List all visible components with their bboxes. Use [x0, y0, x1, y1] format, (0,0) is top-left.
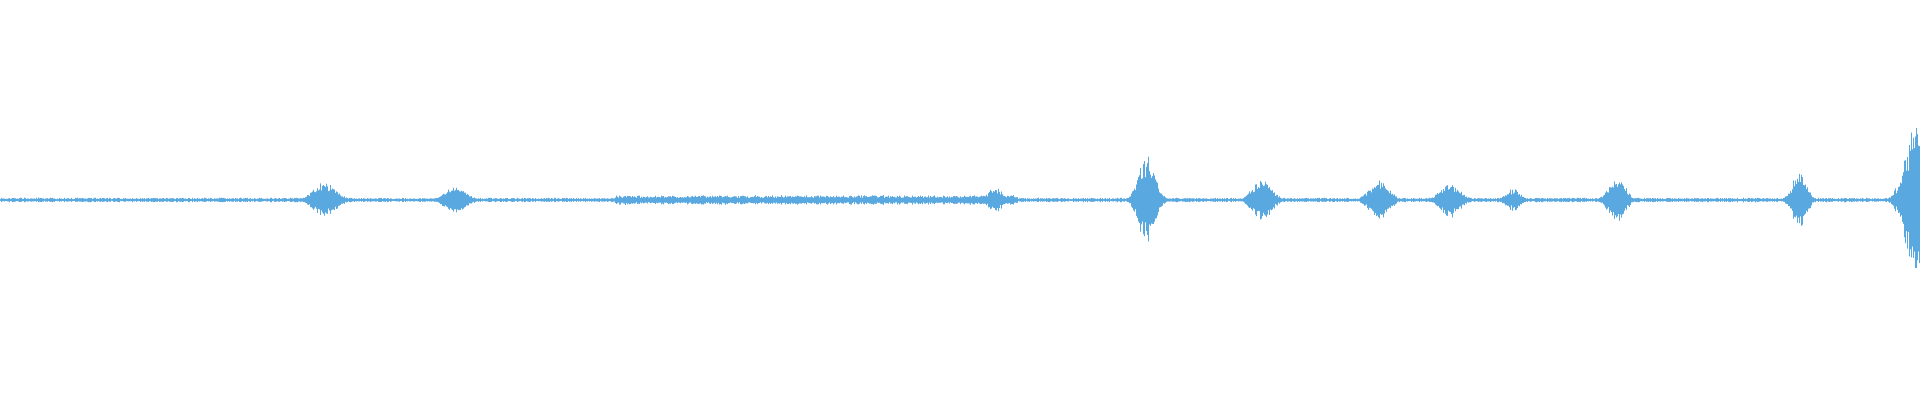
- waveform-samples: [0, 127, 1920, 269]
- waveform-path: [0, 127, 1920, 269]
